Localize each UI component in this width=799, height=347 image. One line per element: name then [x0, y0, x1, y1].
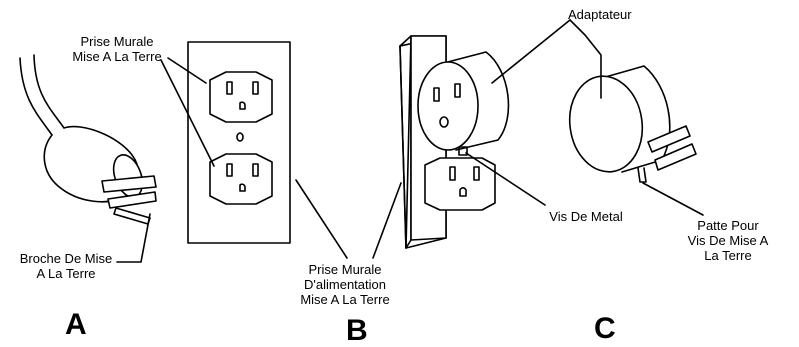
label-prise-murale-line1: Prise Murale [80, 34, 154, 49]
duplex-receptacle-drawing [187, 41, 291, 244]
panel-letter-a: A [65, 308, 87, 341]
label-prise-murale: Prise Murale Mise A La Terre [58, 34, 176, 64]
label-alim-line3: Mise A La Terre [300, 292, 390, 307]
leader-adaptateur-1 [491, 19, 571, 84]
adapter-drawing [568, 65, 697, 183]
label-alimentation: Prise Murale D'alimentation Mise A La Te… [286, 262, 404, 307]
label-patte-line1: Patte Pour [697, 218, 759, 233]
receptacle-with-adapter-drawing [399, 35, 510, 249]
leader-vis [465, 152, 546, 206]
label-vis-metal: Vis De Metal [549, 209, 623, 224]
leader-prise-bottom [160, 59, 215, 167]
leader-alim-left [295, 179, 348, 259]
leader-prise-top [167, 57, 207, 84]
label-alim-line1: Prise Murale [308, 262, 382, 277]
label-patte: Patte Pour Vis De Mise A La Terre [676, 218, 780, 263]
label-alim-line2: D'alimentation [304, 277, 386, 292]
label-broche-line2: A La Terre [36, 266, 96, 281]
label-broche: Broche De Mise A La Terre [10, 251, 122, 281]
panel-letter-c: C [594, 312, 616, 345]
label-prise-murale-line2: Mise A La Terre [72, 49, 162, 64]
label-broche-line1: Broche De Mise [19, 251, 113, 266]
leader-adaptateur-2 [569, 19, 602, 99]
grounded-plug-drawing [19, 54, 157, 225]
panel-letter-b: B [346, 314, 368, 347]
label-patte-line3: La Terre [704, 248, 752, 263]
leader-patte [642, 182, 704, 216]
leader-broche [116, 213, 151, 263]
label-adaptateur: Adaptateur [568, 7, 632, 22]
leader-alim-right [372, 182, 402, 259]
label-patte-line2: Vis De Mise A [687, 233, 769, 248]
